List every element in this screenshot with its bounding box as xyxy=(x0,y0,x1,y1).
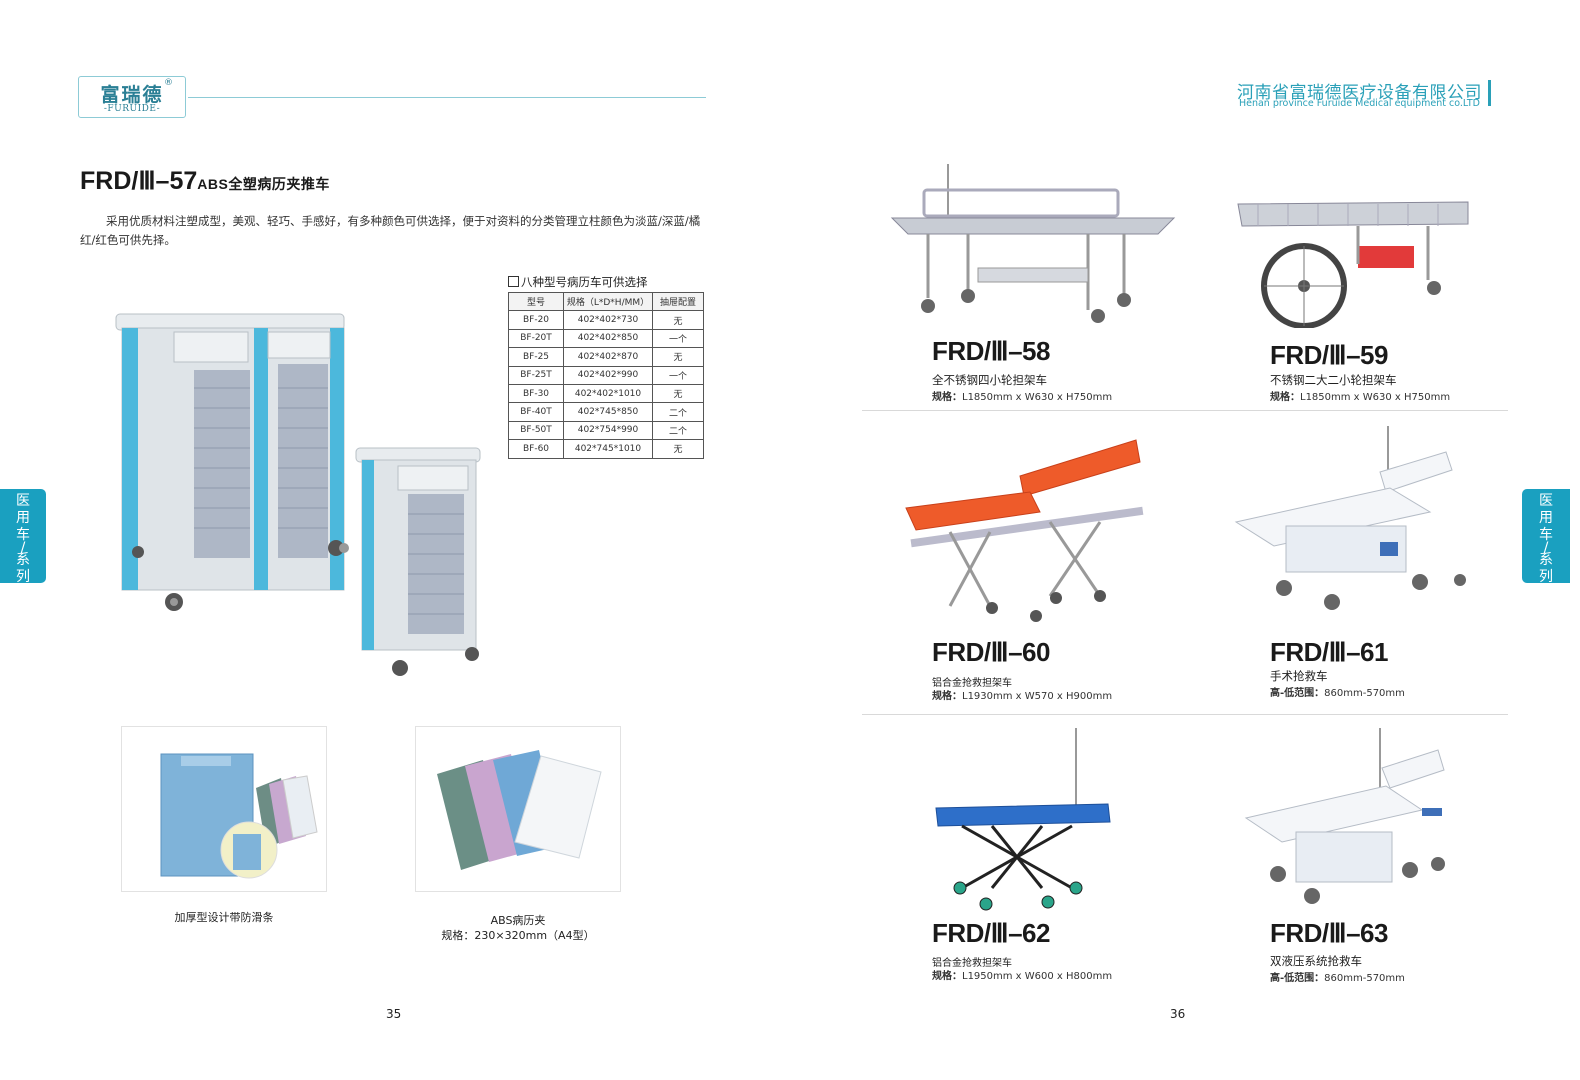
product-name: 手术抢救车 xyxy=(1270,669,1328,683)
table-cell: BF-50T xyxy=(508,420,564,441)
table-cell: BF-60 xyxy=(508,439,564,459)
product-model: FRD/Ⅲ–61 xyxy=(1270,637,1388,667)
product-spec: 规格：L1930mm x W570 x H900mm xyxy=(932,691,1113,702)
product-spec: 规格：L1850mm x W630 x H750mm xyxy=(1270,392,1451,403)
main-product-model: FRD/Ⅲ–57 xyxy=(80,167,198,195)
spec-table-caption: 八种型号病历车可供选择 xyxy=(508,274,648,290)
stretcher-58-image xyxy=(890,164,1176,323)
product-spec: 规格：L1950mm x W600 x H800mm xyxy=(932,971,1113,982)
table-cell: BF-25T xyxy=(508,365,564,385)
company-name-cn: 河南省富瑞德医疗设备有限公司 xyxy=(1237,83,1482,103)
table-cell: BF-20T xyxy=(508,328,564,349)
table-cell: 一个 xyxy=(652,328,704,349)
product-name: 双液压系统抢救车 xyxy=(1270,954,1362,968)
stretcher-60-image xyxy=(905,439,1144,622)
logo-chinese: 富瑞德 xyxy=(100,84,164,106)
logo-english: -FURUIDE- xyxy=(103,104,161,114)
column-header: 型号 xyxy=(508,291,564,312)
table-cell: 402*402*730 xyxy=(563,310,653,330)
accessory-title: ABS病历夹 xyxy=(490,914,546,927)
column-header: 规格（L*D*H/MM） xyxy=(563,291,653,312)
product-name: 铝合金抢救担架车 xyxy=(932,958,1012,969)
table-cell: 一个 xyxy=(652,365,704,385)
main-product-name: ABS全塑病历夹推车 xyxy=(197,176,330,192)
page-number-left: 35 xyxy=(386,1007,402,1021)
table-cell: 402*402*990 xyxy=(563,365,653,385)
header-rule xyxy=(188,97,706,98)
registered-mark: ® xyxy=(164,78,173,88)
product-model: FRD/Ⅲ–60 xyxy=(932,637,1050,667)
table-cell: 二个 xyxy=(652,420,704,441)
product-spec: 高-低范围：860mm-570mm xyxy=(1270,973,1405,984)
record-trolley-illustration xyxy=(115,313,481,676)
accessory-caption: 加厚型设计带防滑条 xyxy=(174,911,274,924)
product-spec: 高-低范围：860mm-570mm xyxy=(1270,688,1405,699)
product-name: 不锈钢二大二小轮担架车 xyxy=(1270,373,1397,387)
table-cell: 无 xyxy=(652,347,704,367)
company-accent-bar xyxy=(1488,80,1491,106)
stretcher-61-image xyxy=(1234,426,1466,610)
main-product-title: FRD/Ⅲ–57ABS全塑病历夹推车 xyxy=(80,166,330,196)
company-name-en: Henan province Furuide Medical equipment… xyxy=(1238,98,1480,109)
accessory-caption: ABS病历夹 规格：230×320mm（A4型） xyxy=(415,913,621,943)
side-tab-right: 医用车/系列 xyxy=(1522,489,1570,585)
stretcher-62-image xyxy=(935,728,1111,911)
product-model: FRD/Ⅲ–58 xyxy=(932,336,1050,366)
product-model: FRD/Ⅲ–63 xyxy=(1270,918,1388,948)
record-clip-detail-image xyxy=(121,726,327,892)
column-header: 抽屉配置 xyxy=(652,291,704,312)
table-cell: 无 xyxy=(652,439,704,459)
product-spec: 规格：L1850mm x W630 x H750mm xyxy=(932,392,1113,403)
brand-logo: 富瑞德 ® -FURUIDE- xyxy=(78,76,186,118)
stretcher-63-image xyxy=(1244,728,1445,904)
page-number-right: 36 xyxy=(1170,1007,1186,1021)
table-cell: BF-30 xyxy=(508,383,564,404)
table-cell: BF-25 xyxy=(508,347,564,367)
table-cell: 无 xyxy=(652,383,704,404)
table-cell: 402*402*850 xyxy=(563,328,653,349)
table-cell: 402*745*1010 xyxy=(563,439,653,459)
main-product-description: 采用优质材料注塑成型，美观、轻巧、手感好，有多种颜色可供选择，便于对资料的分类管… xyxy=(80,214,701,247)
product-name: 铝合金抢救担架车 xyxy=(932,678,1012,689)
abs-record-clip-image xyxy=(415,726,621,892)
stretcher-59-image xyxy=(1237,201,1469,328)
table-cell: 402*754*990 xyxy=(563,420,653,441)
product-model: FRD/Ⅲ–59 xyxy=(1270,340,1388,370)
table-cell: 402*745*850 xyxy=(563,402,653,422)
checkbox-icon xyxy=(508,276,519,287)
section-divider xyxy=(862,410,1508,411)
accessory-spec: 规格：230×320mm（A4型） xyxy=(441,929,595,942)
table-cell: 402*402*870 xyxy=(563,347,653,367)
product-model: FRD/Ⅲ–62 xyxy=(932,918,1050,948)
table-cell: 二个 xyxy=(652,402,704,422)
table-cell: BF-40T xyxy=(508,402,564,422)
table-cell: 402*402*1010 xyxy=(563,383,653,404)
table-cell: 无 xyxy=(652,310,704,330)
side-tab-left: 医用车/系列 xyxy=(0,489,46,585)
section-divider xyxy=(862,714,1508,715)
product-name: 全不锈钢四小轮担架车 xyxy=(932,373,1047,387)
table-cell: BF-20 xyxy=(508,310,564,330)
table-header-row: 型号 规格（L*D*H/MM） 抽屉配置 xyxy=(508,291,704,312)
